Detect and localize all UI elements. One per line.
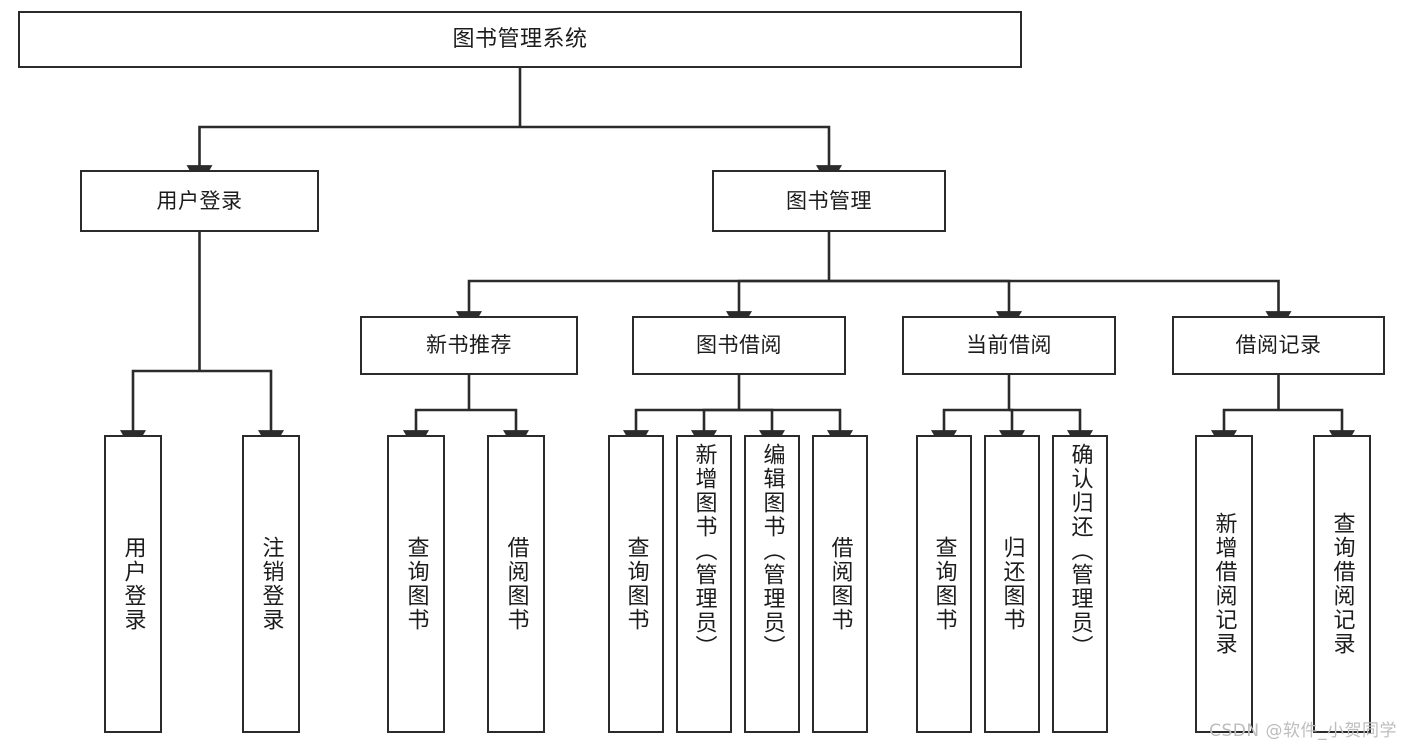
node-root[interactable]: 图书管理系统 — [18, 11, 1022, 68]
leaf-query-book-borrow-label: 查询图书 — [623, 536, 649, 632]
node-user-login-label: 用户登录 — [156, 188, 243, 213]
leaf-user-login[interactable]: 用户登录 — [104, 435, 162, 733]
leaf-return-book-label: 归还图书 — [999, 536, 1025, 632]
leaf-add-borrow-record[interactable]: 新增借阅记录 — [1195, 435, 1253, 733]
node-book-management-label: 图书管理 — [786, 188, 872, 213]
leaf-query-book-current-label: 查询图书 — [931, 536, 957, 632]
node-new-book-recommendation-label: 新书推荐 — [426, 333, 512, 358]
node-book-borrow-label: 图书借阅 — [696, 333, 782, 358]
leaf-borrow-book-recommendation-label: 借阅图书 — [503, 536, 529, 632]
leaf-return-book[interactable]: 归还图书 — [984, 435, 1040, 733]
node-borrow-record-label: 借阅记录 — [1235, 333, 1322, 358]
leaf-add-book[interactable]: 新增图书（管理员） — [676, 435, 732, 733]
leaf-logout[interactable]: 注销登录 — [242, 435, 300, 733]
leaf-query-book-current[interactable]: 查询图书 — [916, 435, 972, 733]
leaf-confirm-return-label: 确认归还（管理员） — [1067, 443, 1093, 659]
leaf-query-book-recommendation[interactable]: 查询图书 — [387, 435, 445, 733]
leaf-edit-book-label: 编辑图书（管理员） — [759, 443, 785, 659]
node-new-book-recommendation[interactable]: 新书推荐 — [360, 316, 578, 375]
leaf-query-book-recommendation-label: 查询图书 — [403, 536, 429, 632]
node-book-management[interactable]: 图书管理 — [712, 170, 946, 232]
leaf-borrow-book-recommendation[interactable]: 借阅图书 — [487, 435, 545, 733]
node-root-label: 图书管理系统 — [452, 26, 588, 52]
node-user-login[interactable]: 用户登录 — [80, 170, 319, 232]
leaf-borrow-book-label: 借阅图书 — [827, 536, 853, 632]
node-borrow-record[interactable]: 借阅记录 — [1172, 316, 1385, 375]
node-current-borrow-label: 当前借阅 — [966, 333, 1052, 358]
node-book-borrow[interactable]: 图书借阅 — [632, 316, 846, 375]
leaf-query-borrow-record-label: 查询借阅记录 — [1329, 512, 1355, 656]
node-current-borrow[interactable]: 当前借阅 — [902, 316, 1116, 375]
leaf-confirm-return[interactable]: 确认归还（管理员） — [1052, 435, 1108, 733]
leaf-add-borrow-record-label: 新增借阅记录 — [1211, 512, 1237, 656]
leaf-logout-label: 注销登录 — [258, 536, 284, 632]
leaf-query-book-borrow[interactable]: 查询图书 — [608, 435, 664, 733]
leaf-user-login-label: 用户登录 — [120, 536, 146, 632]
leaf-add-book-label: 新增图书（管理员） — [691, 443, 717, 659]
watermark: CSDN @软件_小贺同学 — [1209, 721, 1397, 741]
leaf-query-borrow-record[interactable]: 查询借阅记录 — [1313, 435, 1371, 733]
leaf-edit-book[interactable]: 编辑图书（管理员） — [744, 435, 800, 733]
leaf-borrow-book[interactable]: 借阅图书 — [812, 435, 868, 733]
